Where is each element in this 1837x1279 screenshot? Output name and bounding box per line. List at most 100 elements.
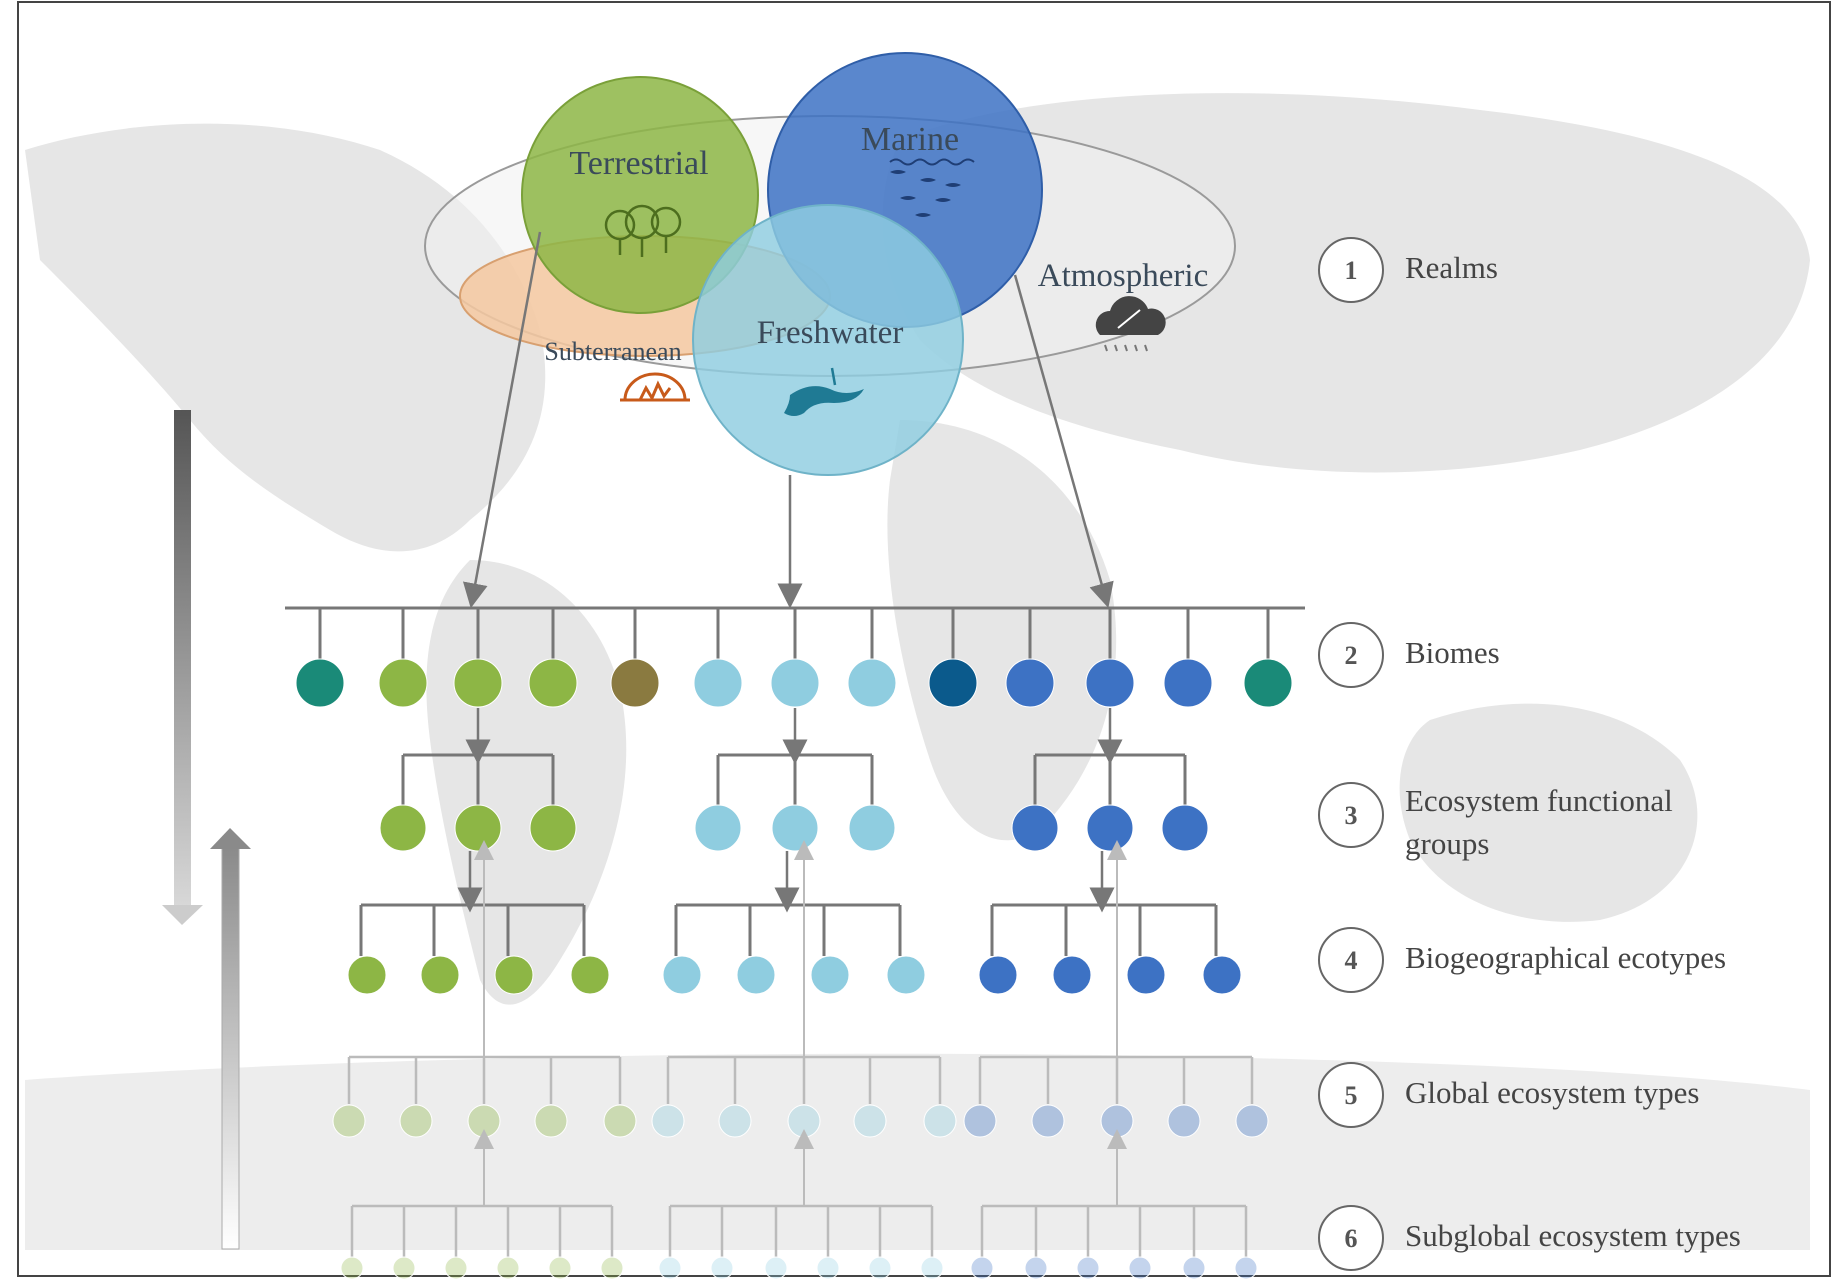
ecotype-node bbox=[662, 955, 702, 995]
biome-node bbox=[1005, 658, 1055, 708]
terrestrial-label: Terrestrial bbox=[569, 145, 708, 182]
ecotype-node bbox=[886, 955, 926, 995]
get-node bbox=[1031, 1104, 1065, 1138]
get-node bbox=[1100, 1104, 1134, 1138]
biome-node bbox=[1085, 658, 1135, 708]
level-5-label: Global ecosystem types bbox=[1405, 1075, 1699, 1110]
biome-node bbox=[847, 658, 897, 708]
get-node bbox=[923, 1104, 957, 1138]
ecotype-node bbox=[810, 955, 850, 995]
ecotype-node bbox=[1126, 955, 1166, 995]
cave-icon bbox=[620, 372, 690, 402]
cloud-rain-icon bbox=[1095, 296, 1166, 352]
get-node bbox=[651, 1104, 685, 1138]
biome-node bbox=[693, 658, 743, 708]
world-map-background bbox=[25, 93, 1810, 1250]
get-node bbox=[1235, 1104, 1269, 1138]
bottom-up-arrow bbox=[210, 828, 251, 1250]
biome-node bbox=[378, 658, 428, 708]
subterranean-label: Subterranean bbox=[544, 337, 681, 366]
biome-node bbox=[528, 658, 578, 708]
biome-node bbox=[610, 658, 660, 708]
realm-to-biome-arrows bbox=[462, 231, 1114, 609]
svg-text:2: 2 bbox=[1345, 641, 1358, 670]
get-node bbox=[603, 1104, 637, 1138]
fish-icon bbox=[889, 158, 975, 217]
ecotype-node bbox=[494, 955, 534, 995]
river-icon bbox=[784, 367, 864, 416]
terrestrial-realm bbox=[521, 76, 759, 314]
subglobal-node bbox=[868, 1256, 892, 1279]
freshwater-realm bbox=[692, 204, 964, 476]
hierarchy-tree bbox=[285, 606, 1305, 1279]
subglobal-node bbox=[1024, 1256, 1048, 1279]
efg-node bbox=[1161, 804, 1209, 852]
get-node bbox=[963, 1104, 997, 1138]
level-3-label-line1: Ecosystem functional bbox=[1405, 783, 1673, 818]
biome-node bbox=[295, 658, 345, 708]
efg-node bbox=[848, 804, 896, 852]
efg-node bbox=[1086, 804, 1134, 852]
subglobal-node bbox=[710, 1256, 734, 1279]
subglobal-node bbox=[392, 1256, 416, 1279]
biome-node bbox=[1163, 658, 1213, 708]
subglobal-node bbox=[1234, 1256, 1258, 1279]
get-node bbox=[1167, 1104, 1201, 1138]
freshwater-label: Freshwater bbox=[757, 315, 904, 351]
level-3: 3 Ecosystem functional groups bbox=[1318, 782, 1673, 861]
top-down-arrow bbox=[162, 410, 203, 925]
level-5: 5 Global ecosystem types bbox=[1318, 1062, 1699, 1128]
biome-node bbox=[928, 658, 978, 708]
svg-text:4: 4 bbox=[1345, 946, 1358, 975]
level-6: 6 Subglobal ecosystem types bbox=[1318, 1205, 1741, 1271]
subglobal-node bbox=[816, 1256, 840, 1279]
marine-label: Marine bbox=[861, 121, 959, 158]
get-node bbox=[332, 1104, 366, 1138]
tree-icon bbox=[604, 204, 682, 257]
subglobal-node bbox=[1076, 1256, 1100, 1279]
get-node bbox=[853, 1104, 887, 1138]
level-legend: 1 Realms 2 Biomes 3 Ecosystem functional… bbox=[1318, 237, 1741, 1271]
svg-text:1: 1 bbox=[1345, 256, 1358, 285]
subglobal-node bbox=[444, 1256, 468, 1279]
get-node bbox=[718, 1104, 752, 1138]
efg-node bbox=[529, 804, 577, 852]
ecotype-node bbox=[978, 955, 1018, 995]
get-node bbox=[534, 1104, 568, 1138]
biome-node bbox=[770, 658, 820, 708]
ecotype-node bbox=[736, 955, 776, 995]
get-node bbox=[399, 1104, 433, 1138]
efg-node bbox=[454, 804, 502, 852]
subglobal-node bbox=[1128, 1256, 1152, 1279]
ecotype-node bbox=[1202, 955, 1242, 995]
subglobal-node bbox=[970, 1256, 994, 1279]
level-1: 1 Realms bbox=[1318, 237, 1498, 303]
subglobal-node bbox=[600, 1256, 624, 1279]
subglobal-node bbox=[340, 1256, 364, 1279]
level-1-label: Realms bbox=[1405, 250, 1498, 285]
ecotype-node bbox=[420, 955, 460, 995]
svg-text:5: 5 bbox=[1345, 1081, 1358, 1110]
realms-venn: Terrestrial Marine Atmospheric Subterran… bbox=[424, 52, 1236, 476]
svg-text:6: 6 bbox=[1345, 1224, 1358, 1253]
level-6-label: Subglobal ecosystem types bbox=[1405, 1218, 1741, 1253]
ecotype-node bbox=[1052, 955, 1092, 995]
subglobal-node bbox=[496, 1256, 520, 1279]
efg-node bbox=[694, 804, 742, 852]
ecotype-node bbox=[570, 955, 610, 995]
subglobal-node bbox=[1182, 1256, 1206, 1279]
biome-node bbox=[453, 658, 503, 708]
efg-node bbox=[771, 804, 819, 852]
subglobal-node bbox=[764, 1256, 788, 1279]
svg-text:3: 3 bbox=[1345, 801, 1358, 830]
get-node bbox=[467, 1104, 501, 1138]
subglobal-node bbox=[548, 1256, 572, 1279]
efg-node bbox=[1011, 804, 1059, 852]
level-4: 4 Biogeographical ecotypes bbox=[1318, 927, 1726, 993]
ecotype-node bbox=[347, 955, 387, 995]
subglobal-node bbox=[920, 1256, 944, 1279]
level-4-label: Biogeographical ecotypes bbox=[1405, 940, 1726, 975]
biome-node bbox=[1243, 658, 1293, 708]
atmospheric-label: Atmospheric bbox=[1038, 258, 1208, 294]
